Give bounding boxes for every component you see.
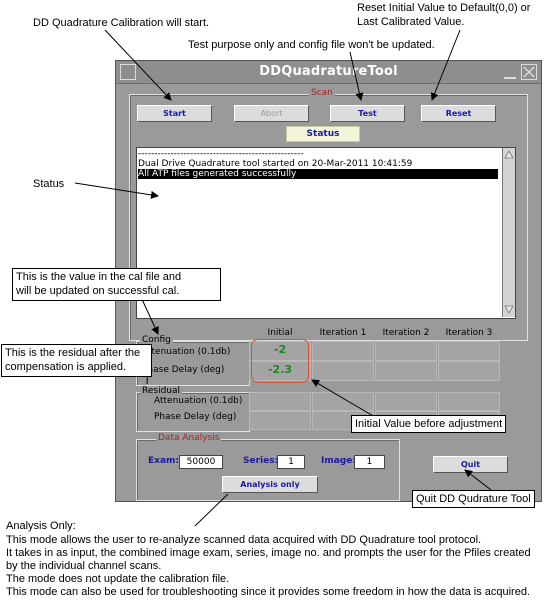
window-menu-button[interactable] (120, 64, 136, 80)
status-label: Status (286, 126, 360, 142)
analysis-only-button[interactable]: Analysis only (222, 476, 318, 493)
minimize-icon[interactable] (504, 71, 516, 79)
config-phase-initial-cell (249, 361, 311, 381)
start-button[interactable]: Start (137, 105, 212, 122)
description-heading: Analysis Only: (6, 520, 76, 532)
callout-test: Test purpose only and config file won't … (188, 39, 435, 51)
status-log-line: ----------------------------------------… (138, 149, 304, 159)
exam-label: Exam: (148, 456, 180, 466)
description-line: It takes in as input, the combined image… (6, 547, 531, 559)
series-input[interactable]: 1 (277, 455, 305, 469)
description-line: This mode allows the user to re-analyze … (6, 534, 482, 546)
config-group-label: Config (140, 335, 173, 345)
config-attenuation-label: Attenuation (0.1db) (142, 347, 231, 357)
initial-value-highlight (251, 339, 309, 383)
scan-group-label: Scan (309, 88, 335, 98)
image-label: Image: (321, 456, 356, 466)
config-phase-iter1-cell (312, 361, 374, 381)
callout-residual-line2: compensation is applied. (5, 361, 127, 373)
close-icon (523, 66, 535, 78)
callout-cal-file: This is the value in the cal file and wi… (12, 268, 221, 301)
config-phase-iter3-cell (438, 361, 500, 381)
callout-residual-line1: This is the residual after the (5, 347, 141, 359)
config-phase-iter2-cell (375, 361, 437, 381)
config-phase-delay-label: Phase Delay (deg) (142, 365, 225, 375)
residual-group-label: Residual (140, 386, 183, 396)
callout-start: DD Quadrature Calibration will start. (33, 17, 210, 29)
dd-quadrature-tool-window: DDQuadratureTool Scan Start Abort Test R… (115, 60, 542, 502)
callout-reset-line2: Last Calibrated Value. (357, 16, 465, 28)
data-analysis-group (136, 439, 400, 501)
config-attenuation-initial-value: -2 (273, 343, 287, 356)
description-line: The mode does not update the calibration… (6, 573, 230, 585)
title-bar: DDQuadratureTool (116, 61, 541, 84)
residual-attenuation-label: Attenuation (0.1db) (154, 396, 243, 406)
residual-phase-delay-label: Phase Delay (deg) (154, 412, 237, 422)
window-title: DDQuadratureTool (259, 64, 398, 79)
callout-cal-line1: This is the value in the cal file and (16, 271, 182, 283)
residual-attenuation-iter2-cell (375, 392, 437, 411)
header-iteration-2: Iteration 2 (382, 328, 430, 338)
scrollbar-arrows-icon (504, 150, 514, 314)
callout-residual: This is the residual after the compensat… (1, 344, 152, 377)
config-phase-initial-value: -2.3 (267, 363, 293, 376)
header-iteration-1: Iteration 1 (319, 328, 367, 338)
data-analysis-group-label: Data Analysis (156, 433, 222, 443)
callout-initial-value: Initial Value before adjustment (351, 415, 507, 433)
callout-cal-line2: will be updated on successful cal. (16, 285, 180, 297)
description-line: This mode can also be used for troublesh… (6, 586, 531, 598)
config-attenuation-iter3-cell (438, 341, 500, 361)
callout-status: Status (33, 178, 65, 190)
residual-attenuation-initial-cell (249, 392, 311, 411)
exam-input[interactable]: 50000 (179, 455, 223, 469)
description-line: by the individual channel scans. (6, 560, 162, 572)
image-input[interactable]: 1 (354, 455, 385, 469)
callout-reset-line1: Reset Initial Value to Default(0,0) or (357, 2, 531, 14)
callout-quit: Quit DD Qudrature Tool (412, 490, 535, 508)
reset-button[interactable]: Reset (421, 105, 496, 122)
header-initial: Initial (267, 328, 293, 338)
residual-attenuation-iter1-cell (312, 392, 374, 411)
config-attenuation-initial-cell (249, 341, 311, 361)
status-log-line: Dual Drive Quadrature tool started on 20… (138, 159, 413, 169)
config-attenuation-iter2-cell (375, 341, 437, 361)
status-log-line-selected: All ATP files generated successfully (138, 169, 498, 179)
status-log-scrollbar[interactable] (502, 148, 515, 317)
residual-attenuation-iter3-cell (438, 392, 500, 411)
series-label: Series: (243, 456, 279, 466)
abort-button[interactable]: Abort (234, 105, 309, 122)
test-button[interactable]: Test (330, 105, 405, 122)
config-attenuation-iter1-cell (312, 341, 374, 361)
residual-phase-initial-cell (249, 411, 311, 430)
close-button[interactable] (521, 64, 537, 80)
header-iteration-3: Iteration 3 (445, 328, 493, 338)
